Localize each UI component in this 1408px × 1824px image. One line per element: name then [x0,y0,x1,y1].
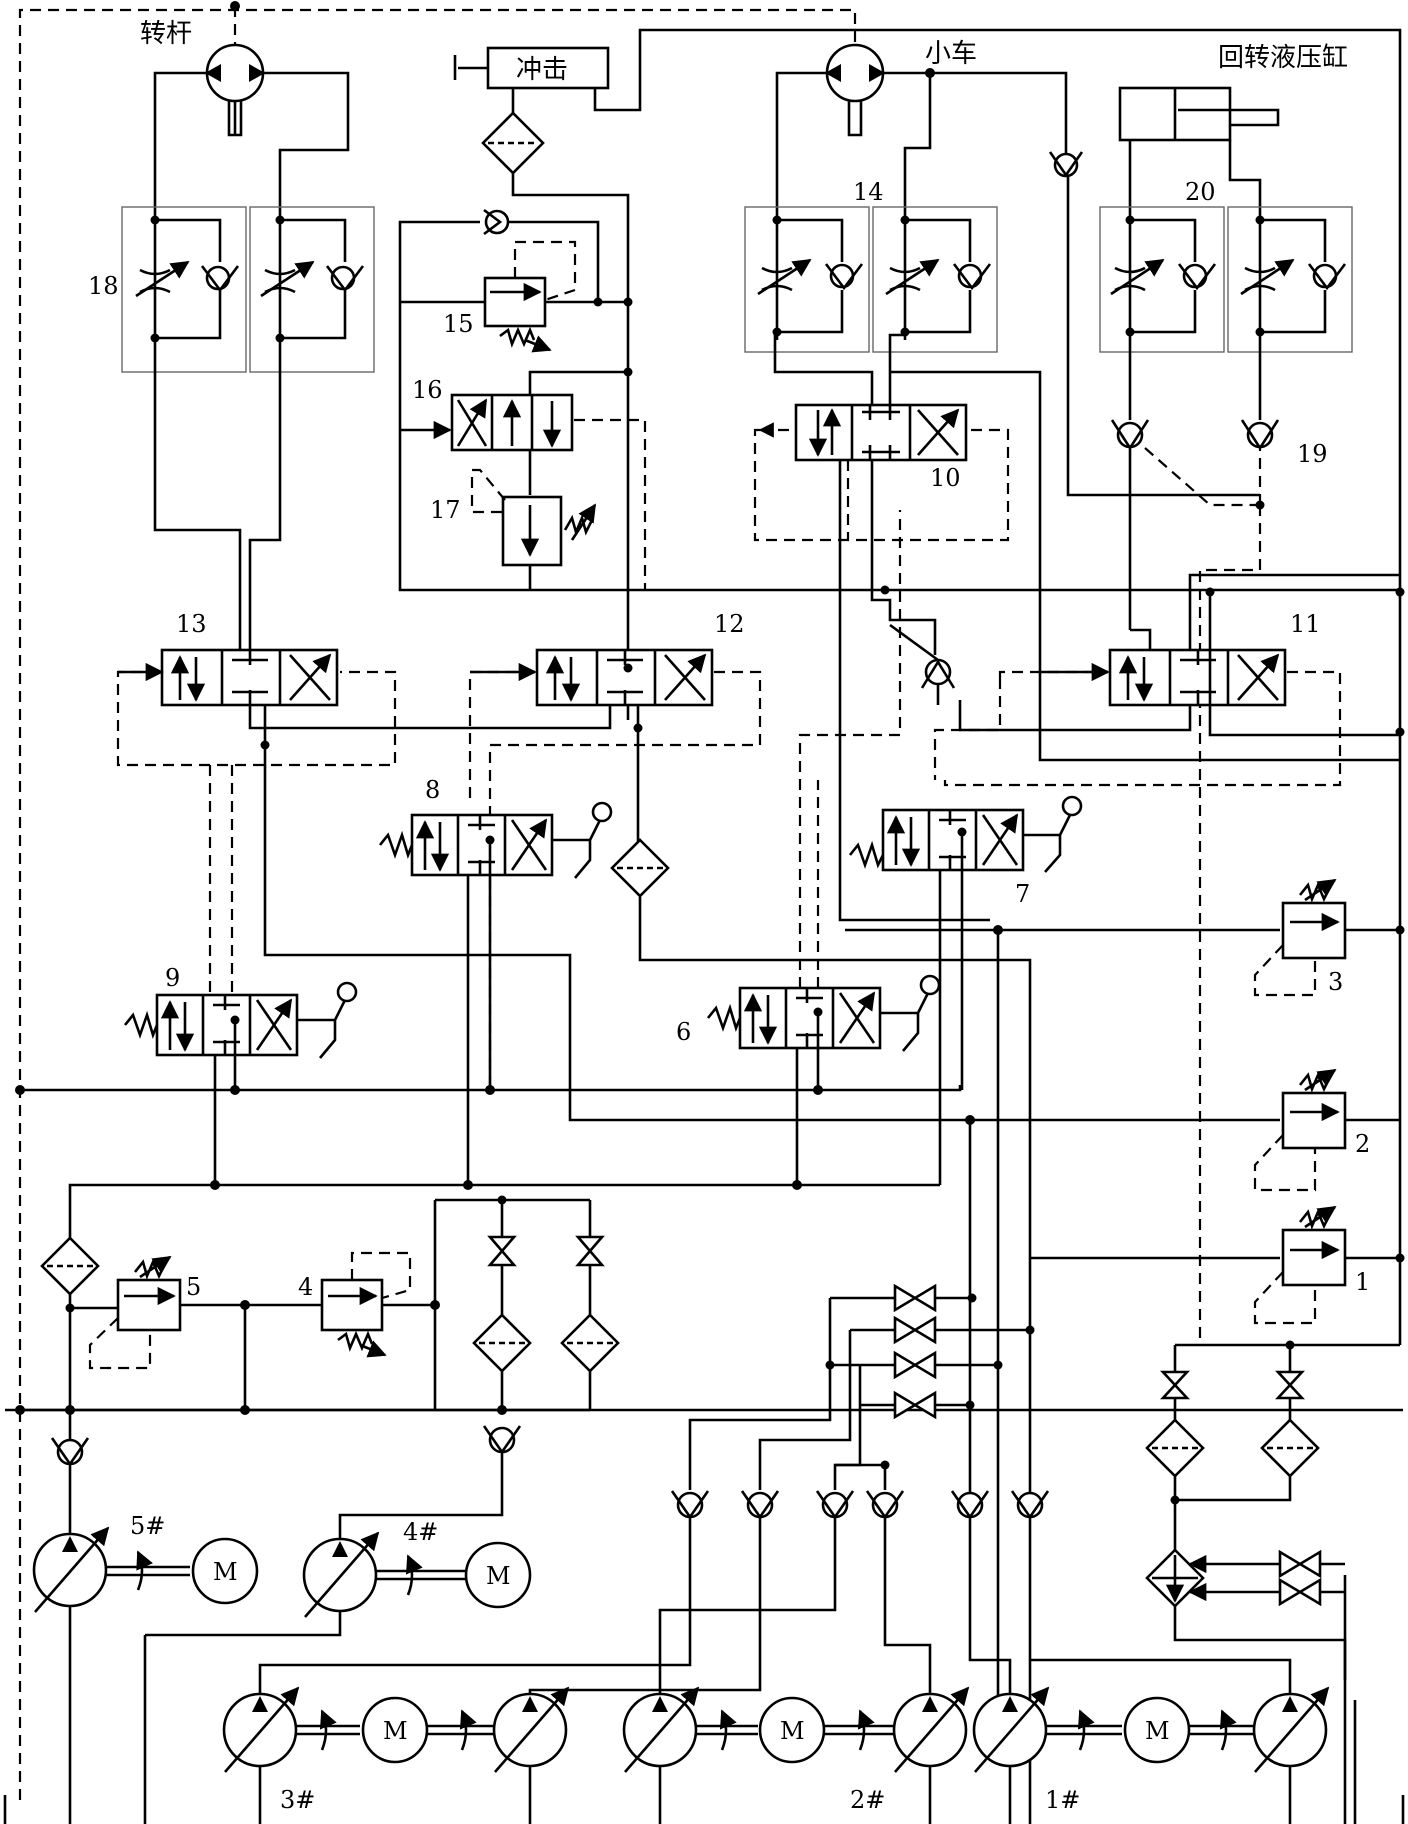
ball-valves-left [435,1195,620,1410]
motor-label-3: M [383,1717,408,1745]
check-valves-pump-outlets [258,1490,1050,1695]
number-20: 20 [1185,178,1216,206]
pump-4 [145,1531,532,1637]
number-11: 11 [1290,610,1321,638]
number-12: 12 [714,610,745,638]
throttle-check-block-18 [121,206,375,373]
motor-label-1: M [1145,1717,1170,1745]
number-19: 19 [1297,440,1328,468]
pump-label-3: 3# [280,1786,315,1814]
check-valve-pump5 [50,1437,90,1535]
tank-lines [3,1565,1405,1824]
number-6: 6 [676,1018,691,1046]
pump-set-1 [972,1658,1330,1773]
number-4: 4 [298,1273,313,1301]
slew-cylinder [1118,86,1280,210]
manual-valve-8 [378,803,613,1185]
number-9: 9 [165,964,180,992]
tank-return-lines [258,1766,1292,1824]
relief-valve-4 [320,1251,412,1355]
relief-valve-5 [88,1257,180,1370]
label-slew-cylinder: 回转液压缸 [1218,43,1348,73]
motor-label-5: M [213,1558,238,1586]
motor-label-2: M [780,1717,805,1745]
relief-valve-15 [483,240,598,350]
left-lower-circuit [5,1200,1403,1440]
motor-label-4: M [486,1562,511,1590]
number-15: 15 [443,310,474,338]
number-18: 18 [88,272,119,300]
pump-label-2: 2# [850,1786,885,1814]
label-rotary-rod: 转杆 [140,19,192,49]
number-3: 3 [1328,968,1343,996]
pump-label-5: 5# [130,1512,165,1540]
pressure-lines [15,925,1280,1725]
number-17: 17 [430,496,461,524]
number-10: 10 [930,464,961,492]
check-valve-pump4 [338,1425,522,1545]
number-5: 5 [186,1273,201,1301]
impact-circuit-frame [398,208,1400,720]
pilot-drain-loop [18,1,857,1800]
ball-valves-center [688,1283,1035,1490]
rotary-rod-motor [153,43,350,210]
label-trolley: 小车 [925,39,977,69]
pressure-filter-mid [610,838,1032,1824]
number-13: 13 [176,610,207,638]
number-8: 8 [425,776,440,804]
manual-valve-6 [706,510,941,1185]
cooler-filters-right [1145,1340,1400,1680]
relief-valve-3 [1253,880,1405,997]
pump-set-2 [622,1686,970,1773]
pump-set-3 [222,1686,570,1773]
throttle-check-block-20 [1099,206,1353,353]
manual-valve-7 [848,795,1083,1185]
number-1: 1 [1355,1268,1370,1296]
manual-valve-9 [123,983,358,1185]
number-2: 2 [1355,1130,1370,1158]
directional-valve-16 [400,395,647,590]
directional-valve-11 [889,573,1405,787]
number-7: 7 [1015,880,1030,908]
check-valves-19 [1048,151,1280,1345]
pump-label-1: 1# [1045,1786,1080,1814]
trolley-motor [775,43,1068,210]
pump-5 [32,1526,259,1613]
label-impact: 冲击 [516,55,568,85]
relief-valve-2 [1253,1070,1400,1192]
relief-valve-1 [1253,1207,1405,1325]
pump-label-4: 4# [403,1518,438,1546]
relief-valve-17 [470,468,595,590]
number-14: 14 [853,178,884,206]
throttle-check-block-14 [744,206,998,353]
directional-valve-13 [116,340,975,1122]
impact-cylinder [453,28,1402,1345]
number-16: 16 [412,376,443,404]
